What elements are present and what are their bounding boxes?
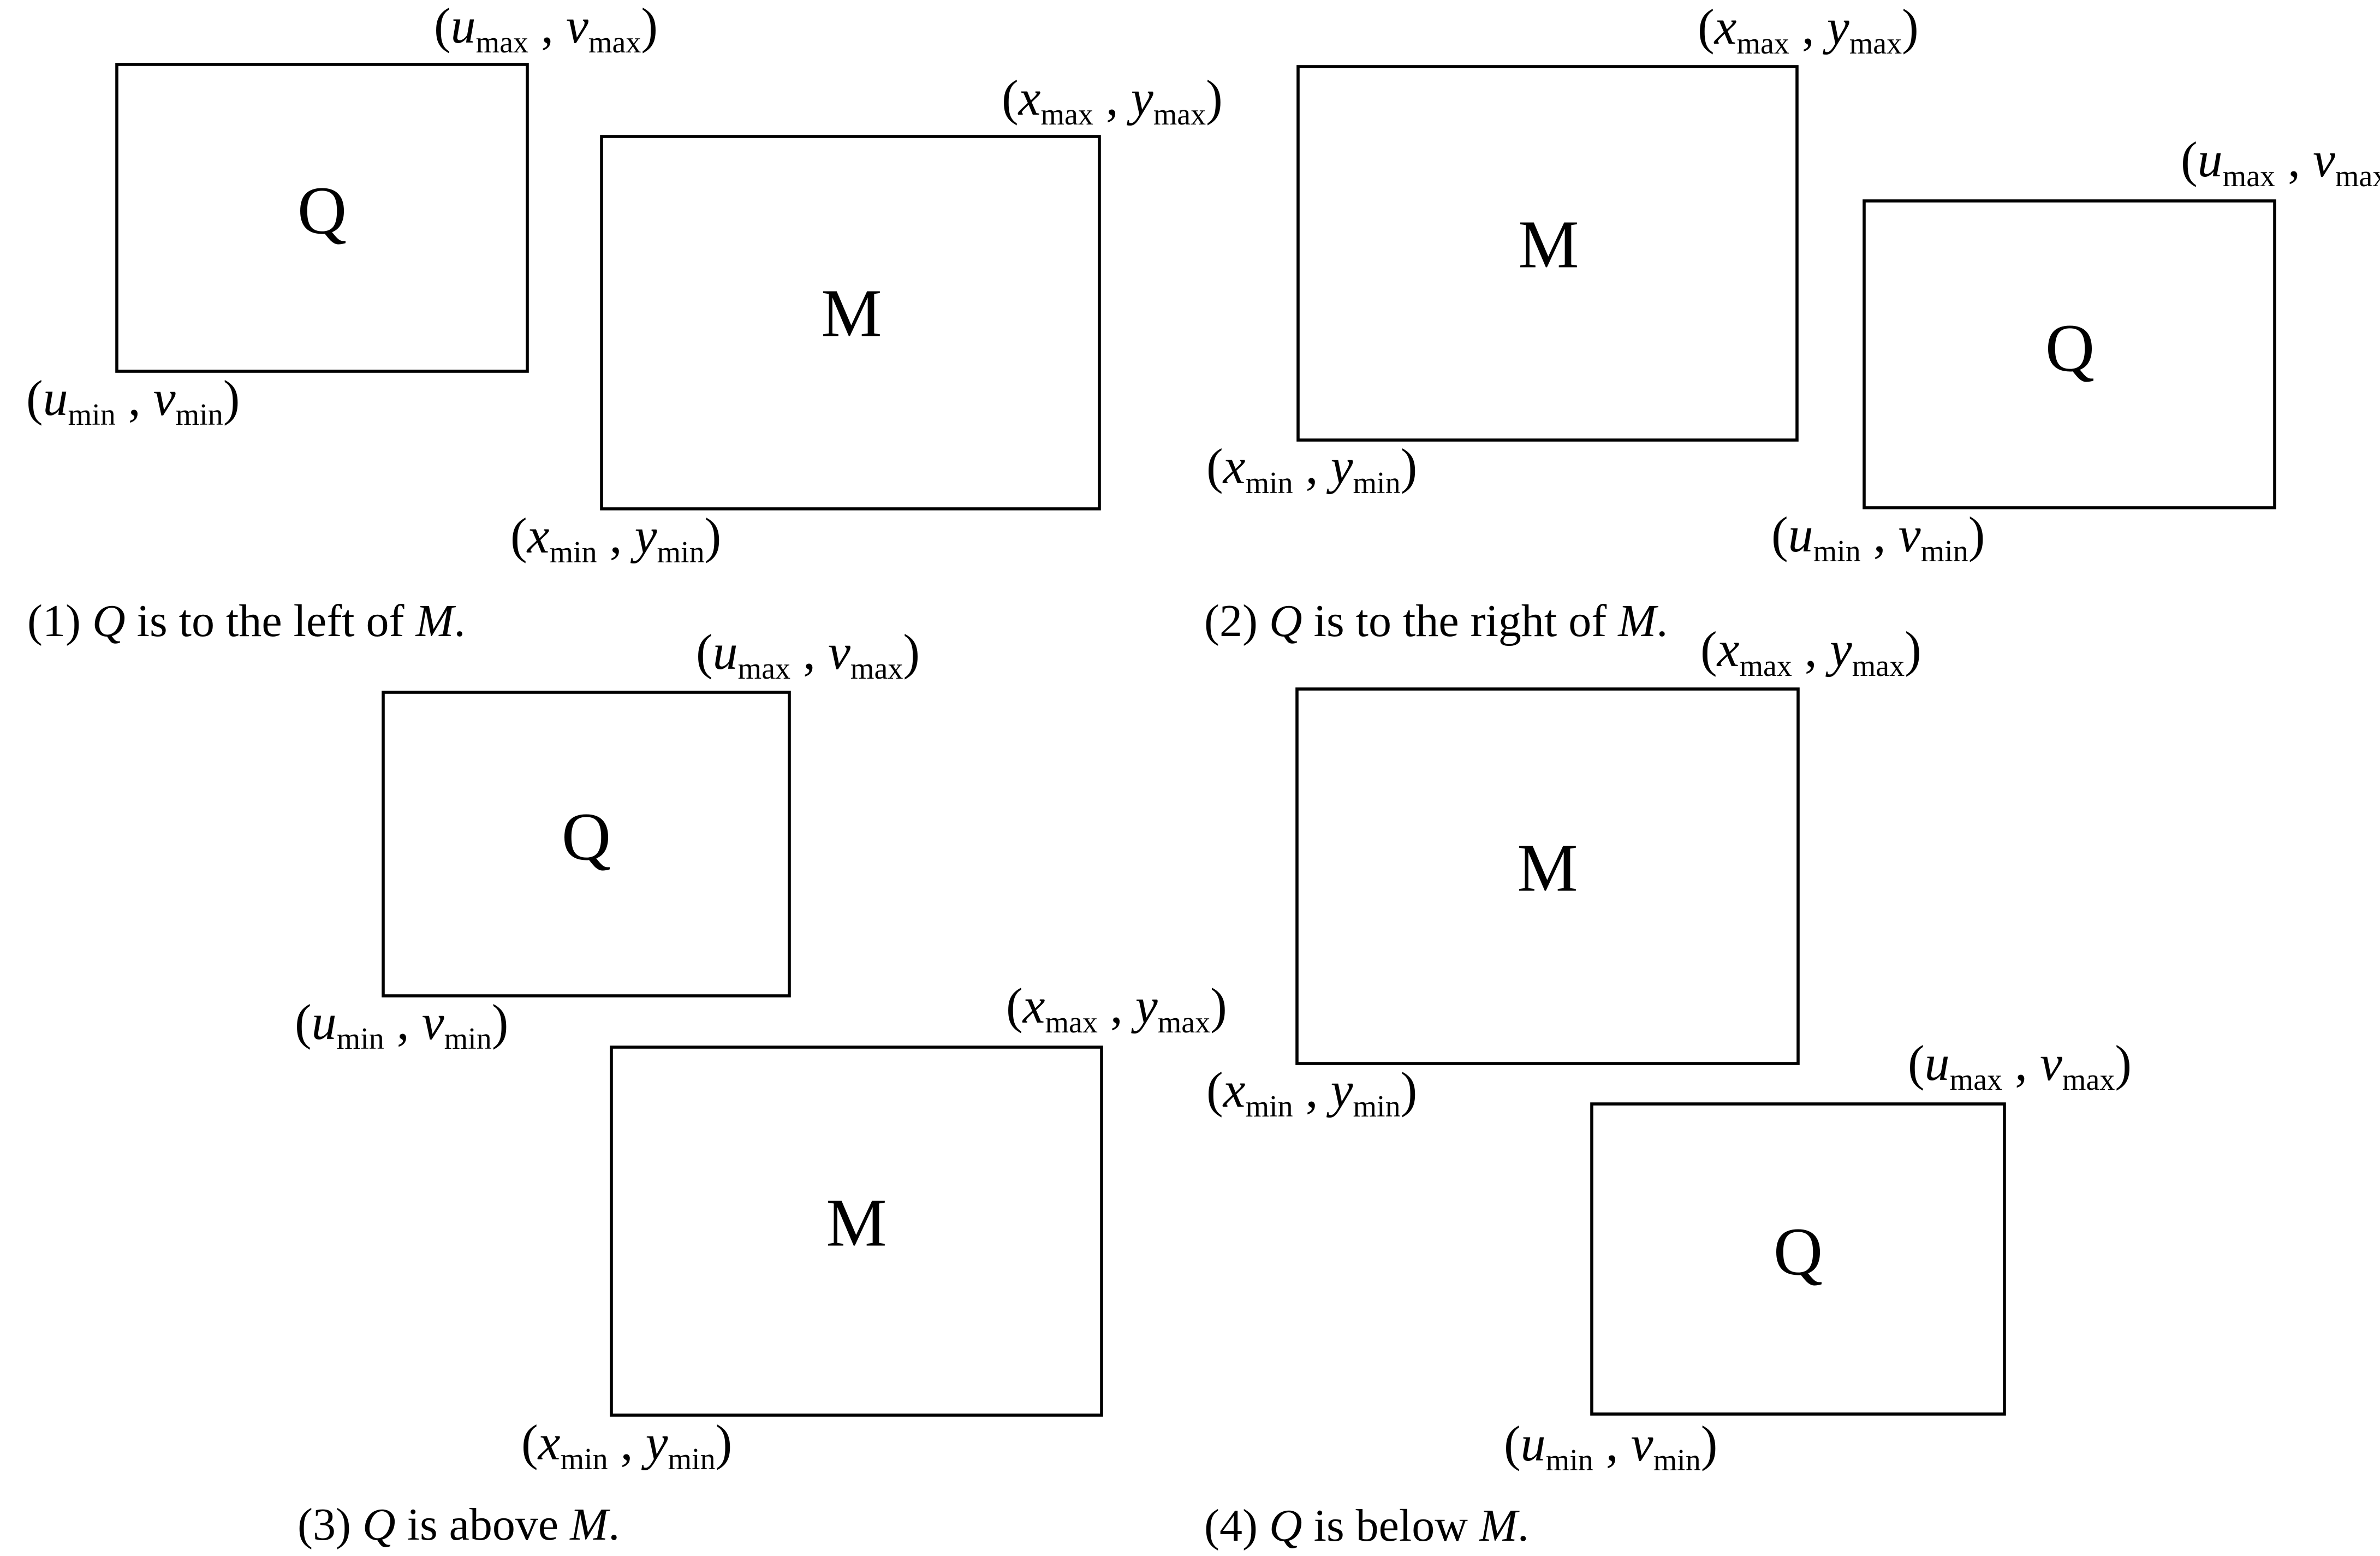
rect-q-label: Q	[297, 174, 347, 249]
q-min-corner-label: (umin , vmin)	[1771, 507, 1985, 568]
q-max-corner-label: (umax , vmax)	[2181, 132, 2380, 193]
m-min-corner-label: (xmin , ymin)	[1206, 1062, 1417, 1124]
rect-m-label: M	[1518, 207, 1579, 283]
m-max-corner-label: (xmax , ymax)	[1002, 70, 1223, 132]
rect-m-label: M	[826, 1186, 886, 1261]
panel-above: Q (umax , vmax) (umin , vmin) M (xmax , …	[295, 624, 1227, 1550]
m-max-corner-label: (xmax , ymax)	[1006, 978, 1227, 1040]
rect-q-label: Q	[1774, 1215, 1823, 1290]
rect-m	[600, 135, 1101, 510]
rect-m	[1295, 687, 1800, 1065]
rect-q-label: Q	[562, 800, 611, 875]
rect-q	[115, 63, 529, 373]
m-min-corner-label: (xmin , ymin)	[1206, 438, 1417, 500]
q-min-corner-label: (umin , vmin)	[295, 994, 508, 1056]
q-max-corner-label: (umax , vmax)	[434, 0, 658, 60]
rect-q	[382, 691, 791, 997]
caption-below: (4) Q is below M.	[1204, 1500, 1529, 1551]
q-min-corner-label: (umin , vmin)	[26, 370, 240, 432]
panel-below: M (xmax , ymax) (xmin , ymin) Q (umax , …	[1204, 621, 2132, 1551]
q-max-corner-label: (umax , vmax)	[696, 624, 920, 686]
panel-left: Q (umax , vmax) (umin , vmin) M (xmax , …	[26, 0, 1223, 646]
q-min-corner-label: (umin , vmin)	[1504, 1416, 1717, 1477]
caption-right: (2) Q is to the right of M.	[1204, 596, 1668, 646]
rect-q-label: Q	[2045, 311, 2095, 387]
rect-m-label: M	[1517, 831, 1578, 906]
m-min-corner-label: (xmin , ymin)	[521, 1415, 732, 1476]
q-max-corner-label: (umax , vmax)	[1908, 1035, 2132, 1097]
m-max-corner-label: (xmax , ymax)	[1698, 0, 1919, 61]
caption-left: (1) Q is to the left of M.	[27, 596, 466, 646]
rect-q	[1863, 199, 2276, 509]
panel-right: M (xmax , ymax) (xmin , ymin) Q (umax , …	[1204, 0, 2380, 646]
rect-m	[610, 1046, 1103, 1417]
caption-above: (3) Q is above M.	[297, 1499, 620, 1550]
m-max-corner-label: (xmax , ymax)	[1700, 621, 1921, 683]
m-min-corner-label: (xmin , ymin)	[510, 508, 721, 569]
rect-m	[1296, 65, 1799, 442]
rect-q	[1590, 1102, 2006, 1416]
rect-m-label: M	[821, 276, 882, 352]
